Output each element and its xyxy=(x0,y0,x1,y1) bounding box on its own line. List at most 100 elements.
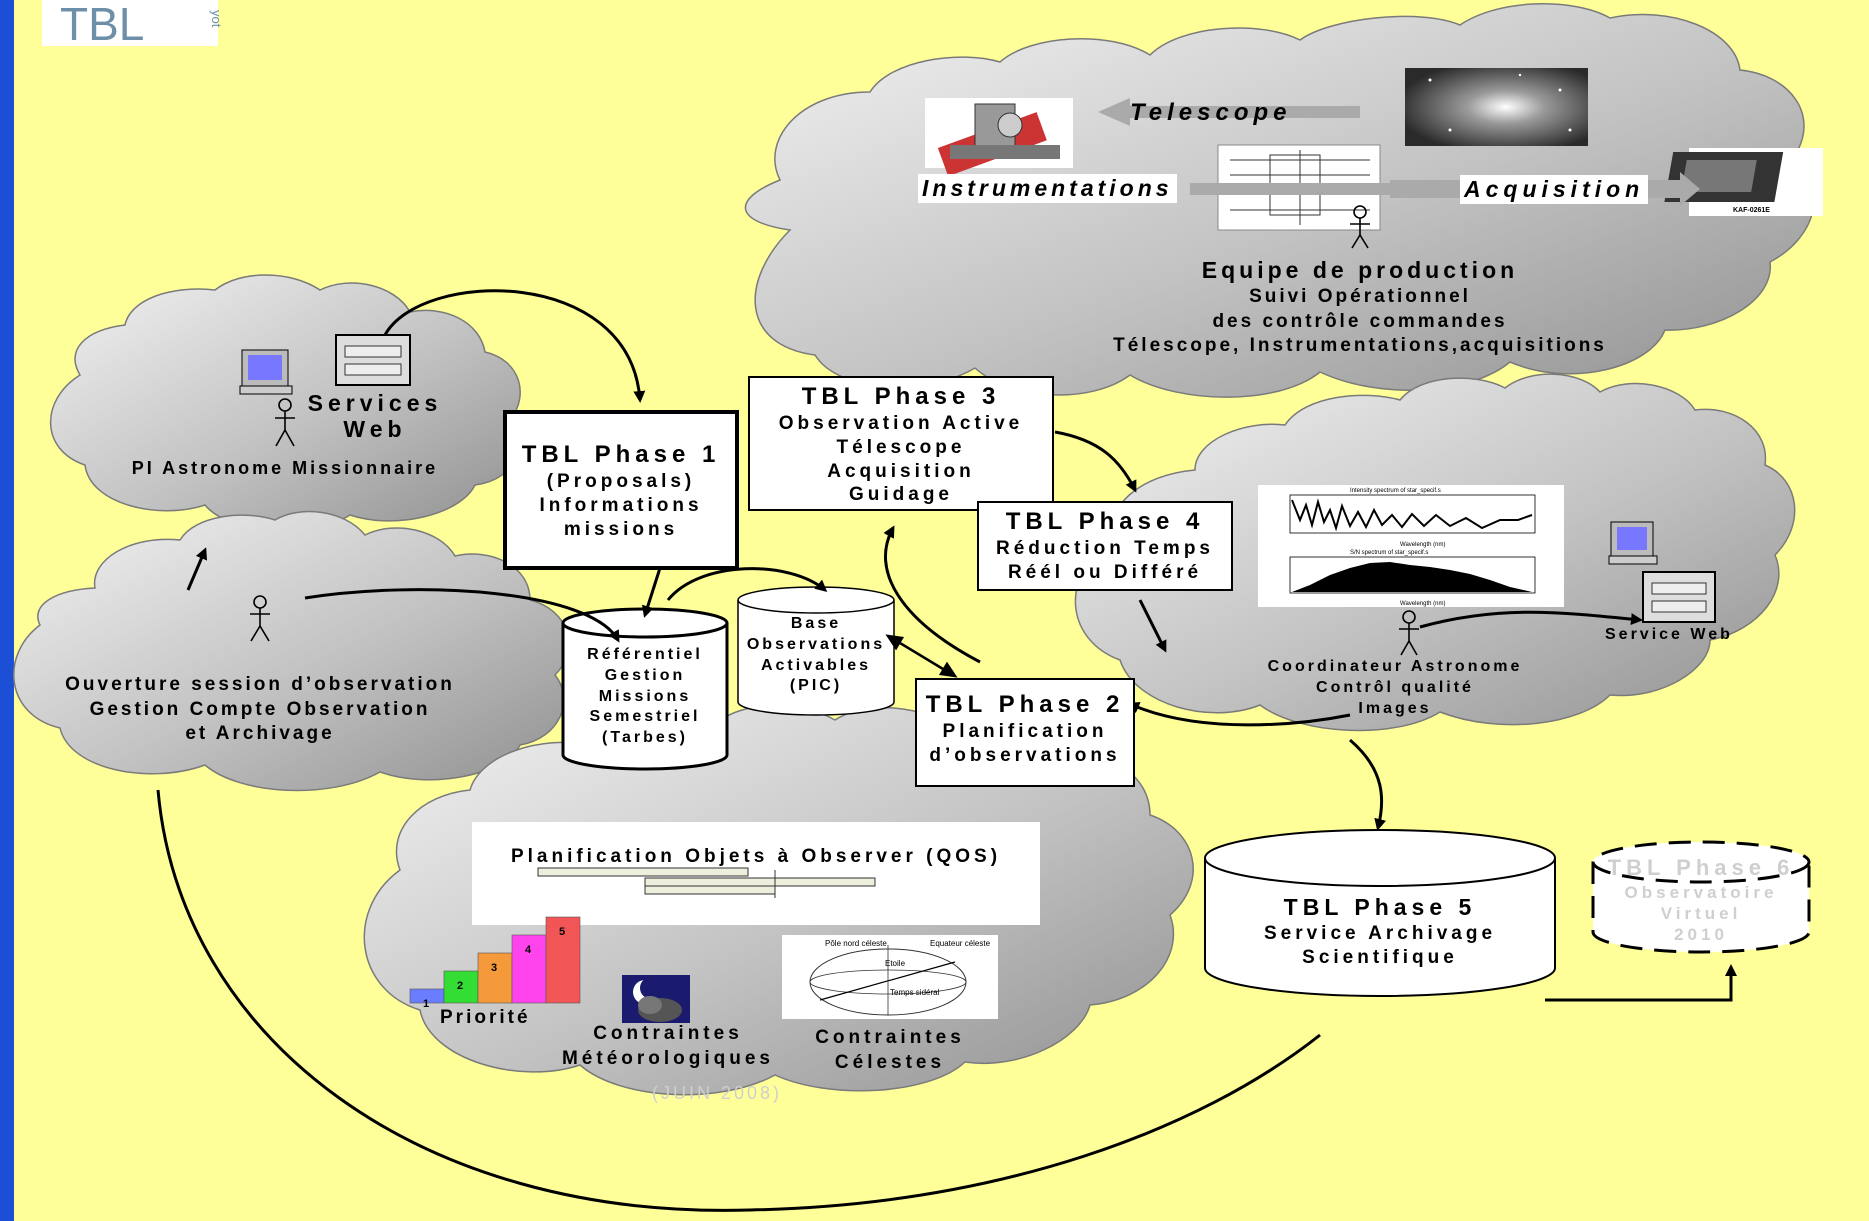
pi-figure-icon xyxy=(275,398,295,447)
logo-text: TBL xyxy=(60,0,144,50)
qos-title: Planification Objets à Observer (QOS) xyxy=(510,846,1002,867)
plot-xlabel-2: Wavelength (nm) xyxy=(1400,601,1445,607)
priority-label: Priorité xyxy=(440,1007,531,1028)
session-cloud xyxy=(13,510,570,792)
phase2-box: TBL Phase 2 Planification d’observations xyxy=(915,678,1135,787)
celestial-label-sidereal: Temps sidéral xyxy=(890,988,940,997)
production-line-3: Télescope, Instrumentations,acquisitions xyxy=(1113,335,1607,357)
phase4-line-2: Réél ou Différé xyxy=(1007,561,1203,583)
priority-chart: 1 2 3 4 5 xyxy=(409,916,581,1010)
priority-step-label-1: 1 xyxy=(423,998,429,1010)
coordinator-line-3: Images xyxy=(1358,699,1432,717)
web-label: Web xyxy=(343,416,407,443)
production-team-title: Equipe de production xyxy=(1201,257,1519,283)
phase6-line-2: Virtuel xyxy=(1660,903,1742,923)
computer-icon-right xyxy=(1608,521,1658,565)
celestial-label-pole: Pôle nord céleste xyxy=(825,939,887,948)
qos-panel xyxy=(472,822,1040,925)
db-base-line-2: Observations xyxy=(746,635,886,653)
telescope-image xyxy=(925,98,1073,177)
phase3-line-4: Guidage xyxy=(848,484,953,506)
service-web-label: Service Web xyxy=(1605,626,1733,643)
user-figure-icon xyxy=(1350,205,1370,249)
db-phase5 xyxy=(1204,829,1556,997)
priority-step-5 xyxy=(545,916,581,1004)
phase6-title: TBL Phase 6 xyxy=(1607,855,1795,880)
top-cloud-arrows xyxy=(1098,98,1700,206)
celestes-line-2: Célestes xyxy=(834,1051,946,1073)
date-label: (JUIN 2008) xyxy=(652,1083,783,1103)
phase3-line-1: Observation Active xyxy=(778,413,1024,434)
services-label: Services xyxy=(307,390,443,416)
priority-step-label-5: 5 xyxy=(559,926,565,938)
plot-title-2: S/N spectrum of star_specif.s xyxy=(1350,550,1428,556)
db-base-observations xyxy=(737,586,895,716)
db-referentiel-line-5: (Tarbes) xyxy=(602,729,688,747)
session-line-3: et Archivage xyxy=(185,723,335,745)
production-line-2: des contrôle commandes xyxy=(1212,310,1508,332)
celestial-label-equator: Equateur céleste xyxy=(930,939,991,948)
phase3-line-3: Acquisition xyxy=(827,460,975,482)
meteo-icon xyxy=(622,975,690,1023)
priority-step-3 xyxy=(477,952,513,1004)
meteo-line-2: Météorologiques xyxy=(561,1047,774,1069)
session-figure-icon xyxy=(250,595,270,642)
plot-xlabel-1: Wavelength (nm) xyxy=(1400,542,1445,548)
db-referentiel-line-4: Semestriel xyxy=(589,708,701,726)
phase1-box: TBL Phase 1 (Proposals) Informations mis… xyxy=(503,410,739,570)
coordinator-line-1: Coordinateur Astronome xyxy=(1267,658,1523,675)
db-referentiel xyxy=(561,607,729,771)
db-referentiel-line-3: Missions xyxy=(598,687,692,705)
phase2-title: TBL Phase 2 xyxy=(925,691,1125,718)
db-base-line-4: (PIC) xyxy=(789,677,843,695)
pi-role-label: PI Astronome Missionnaire xyxy=(131,458,439,478)
coordinator-label: Coordinateur Astronome Contrôl qualité I… xyxy=(1195,657,1595,719)
phase1-line-2: Informations xyxy=(539,494,703,516)
priority-step-2 xyxy=(443,970,479,1004)
db-referentiel-line-1: Référentiel xyxy=(587,646,703,663)
session-line-1: Ouverture session d’observation xyxy=(65,674,455,695)
server-icon xyxy=(335,334,411,386)
db-referentiel-label: Référentiel Gestion Missions Semestriel … xyxy=(563,645,727,749)
phase2-line-1: Planification xyxy=(942,721,1108,742)
session-line-2: Gestion Compte Observation xyxy=(89,698,431,720)
instrumentations-label: Instrumentations xyxy=(918,174,1177,203)
session-labels: Ouverture session d’observation Gestion … xyxy=(30,673,490,747)
coordinator-figure-icon xyxy=(1399,610,1419,656)
phase4-line-1: Réduction Temps xyxy=(996,538,1214,559)
plot-title-1: Intensity spectrum of star_specif.s xyxy=(1350,488,1441,494)
phase1-line-1: (Proposals) xyxy=(546,471,696,492)
phase4-title: TBL Phase 4 xyxy=(1005,508,1205,535)
phase5-label: TBL Phase 5 Service Archivage Scientifiq… xyxy=(1205,893,1555,969)
priority-step-label-4: 4 xyxy=(525,944,532,956)
phase6-label: TBL Phase 6 Observatoire Virtuel 2010 xyxy=(1593,854,1809,945)
production-team-lines: Suivi Opérationnel des contrôle commande… xyxy=(1070,285,1650,359)
services-web-label: Services Web xyxy=(300,390,450,443)
priority-step-4 xyxy=(511,934,547,1004)
db-base-line-1: Base xyxy=(790,615,842,632)
db-base-line-3: Activables xyxy=(760,656,872,674)
db-referentiel-line-2: Gestion xyxy=(604,666,686,684)
computer-icon xyxy=(239,349,293,395)
acquisition-label: Acquisition xyxy=(1460,175,1649,204)
production-line-1: Suivi Opérationnel xyxy=(1249,286,1471,307)
chip-label: KAF-0261E xyxy=(1733,207,1770,214)
priority-step-label-2: 2 xyxy=(457,980,463,992)
celestial-label-star: Etoile xyxy=(885,959,906,968)
telescope-label: Telescope xyxy=(1130,99,1292,126)
db-phase6 xyxy=(1591,840,1811,954)
phase3-box: TBL Phase 3 Observation Active Télescope… xyxy=(748,376,1054,511)
left-border xyxy=(0,0,14,1221)
logo-subtext: yot xyxy=(209,10,224,28)
phase2-line-2: d’observations xyxy=(929,744,1121,766)
phase1-title: TBL Phase 1 xyxy=(521,441,721,468)
celestial-sphere-image: Pôle nord céleste Equateur céleste Etoil… xyxy=(782,935,998,1019)
spectrum-plots: Intensity spectrum of star_specif.s Wave… xyxy=(1258,485,1564,607)
tbl-logo: TBL yot xyxy=(42,0,224,50)
meteo-line-1: Contraintes xyxy=(593,1023,743,1044)
db-base-label: Base Observations Activables (PIC) xyxy=(738,614,894,697)
priority-step-label-3: 3 xyxy=(491,962,497,974)
phase6-line-3: 2010 xyxy=(1674,925,1728,944)
coordinator-line-2: Contrôl qualité xyxy=(1316,678,1474,696)
